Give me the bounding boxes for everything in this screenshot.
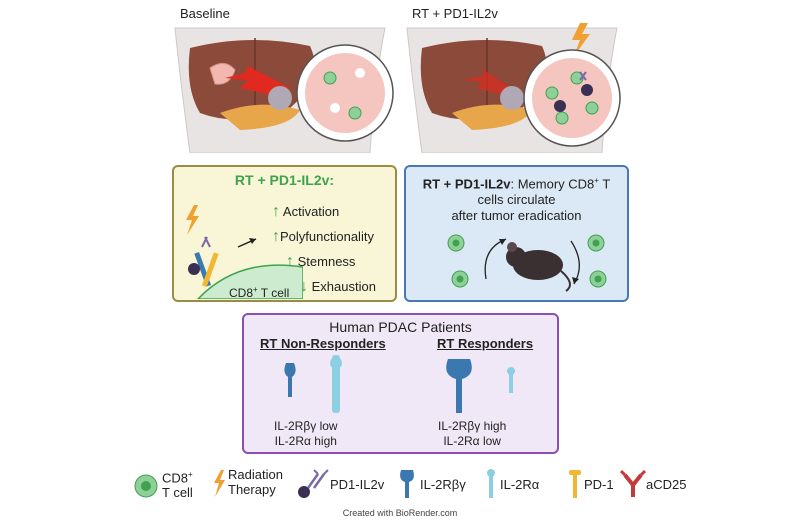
pd-1-icon <box>569 470 581 498</box>
cd8-cell-receptor-illustration <box>188 236 303 299</box>
cd8-t-cell-icon <box>134 474 158 498</box>
legend-il-2rbg: IL-2Rβγ <box>420 477 466 492</box>
non-responder-receptors <box>284 355 342 413</box>
footer-credit: Created with BioRender.com <box>342 508 458 518</box>
legend-acd25: aCD25 <box>646 477 687 492</box>
il-2rbg-icon <box>400 470 414 498</box>
treated-anatomy-illustration <box>406 23 621 153</box>
effect-stemness: ↑ Stemness <box>286 253 356 270</box>
responders-heading: RT Responders <box>437 336 534 351</box>
legend-pd1-il2v: PD1-IL2v <box>330 477 385 492</box>
human-pdac-box: Human PDAC Patients RT Non-Responders RT… <box>242 313 559 454</box>
il-2ra-icon <box>487 469 495 498</box>
treated-label: RT + PD1-IL2v <box>412 6 498 21</box>
treatment-effects-title: RT + PD1-IL2v: <box>234 172 335 188</box>
legend-il-2ra: IL-2Rα <box>500 477 540 492</box>
effect-exhaustion: ↓ Exhaustion <box>300 278 376 295</box>
mouse-circulation-illustration <box>447 234 607 292</box>
radiation-icon <box>214 470 225 497</box>
non-responders-heading: RT Non-Responders <box>260 336 386 351</box>
pd1-il2v-icon <box>298 469 329 498</box>
memory-cells-description: RT + PD1-IL2v: Memory CD8+ T cells circu… <box>422 176 611 224</box>
baseline-label: Baseline <box>180 6 230 21</box>
legend-pd-1: PD-1 <box>584 477 614 492</box>
cd8-cell-label: CD8+ T cell <box>229 285 290 300</box>
radiation-bolt-icon <box>186 205 199 235</box>
baseline-anatomy-illustration <box>174 27 394 153</box>
effect-polyfunctionality: ↑Polyfunctionality <box>272 228 374 245</box>
responder-receptors <box>446 359 515 413</box>
human-pdac-title: Human PDAC Patients <box>329 319 472 335</box>
acd25-icon <box>620 470 646 497</box>
radiation-bolt-icon <box>572 23 590 56</box>
memory-cells-box: RT + PD1-IL2v: Memory CD8+ T cells circu… <box>404 165 629 302</box>
treatment-effects-box: RT + PD1-IL2v: CD8+ T cell ↑ Activation … <box>172 165 397 302</box>
effect-activation: ↑ Activation <box>272 203 340 220</box>
legend-cd8-t-cell: CD8+T cell <box>162 470 193 501</box>
